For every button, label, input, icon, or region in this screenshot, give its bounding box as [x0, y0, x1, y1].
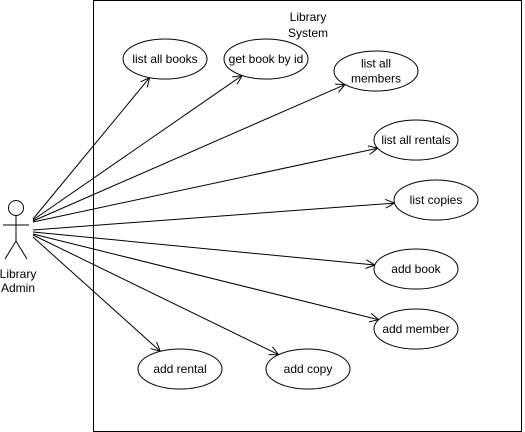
- use-case-ellipse: [373, 308, 459, 350]
- use-case-label: add rental: [153, 362, 206, 376]
- use-case-label: list copies: [410, 193, 463, 207]
- use-case-list-copies: list copies: [393, 179, 479, 221]
- use-case-add-book: add book: [373, 248, 459, 290]
- use-case-label: members: [351, 72, 401, 86]
- use-case-label: list all rentals: [381, 133, 450, 147]
- use-case-ellipse: [393, 179, 479, 221]
- system-title-line-1: Library: [290, 10, 327, 24]
- stick-figure-icon: [3, 200, 29, 260]
- use-case-ellipse: [373, 119, 459, 161]
- use-case-ellipse: [373, 248, 459, 290]
- use-case-label: get book by id: [229, 52, 304, 66]
- actor-right-leg: [15, 240, 28, 260]
- use-case-list-all-books: list all books: [122, 38, 208, 80]
- association-line: [32, 77, 151, 220]
- association-line: [32, 236, 161, 352]
- use-case-list-all-rentals: list all rentals: [373, 119, 459, 161]
- association-line: [32, 147, 378, 223]
- association-line: [32, 75, 243, 221]
- use-case-ellipse: [122, 38, 208, 80]
- use-case-ellipse: [265, 348, 351, 390]
- associations: [32, 74, 396, 356]
- association-line: [32, 84, 346, 222]
- association-line: [32, 234, 279, 356]
- actor-label-line-2: Admin: [1, 281, 35, 295]
- use-case-add-member: add member: [373, 308, 459, 350]
- use-case-ellipse: [223, 38, 309, 80]
- use-case-ellipse: [333, 50, 419, 92]
- use-case-get-book-by-id: get book by id: [223, 38, 309, 80]
- use-cases: list all books get book by id list allmemb…: [122, 38, 479, 390]
- actor-left-leg: [4, 240, 17, 260]
- use-case-label: list all books: [132, 52, 197, 66]
- association-line: [32, 231, 375, 266]
- use-case-add-copy: add copy: [265, 348, 351, 390]
- association-line: [32, 202, 395, 231]
- use-case-ellipse: [137, 348, 223, 390]
- use-case-add-rental: add rental: [137, 348, 223, 390]
- system-title-line-2: System: [288, 26, 328, 40]
- use-case-label: add member: [382, 322, 449, 336]
- use-case-label: add book: [391, 262, 441, 276]
- actor-label-line-1: Library: [0, 267, 36, 281]
- actor-library-admin: Library Admin: [0, 200, 36, 295]
- use-case-label: list all: [361, 57, 391, 71]
- use-case-label: add copy: [284, 362, 333, 376]
- association-line: [32, 233, 379, 321]
